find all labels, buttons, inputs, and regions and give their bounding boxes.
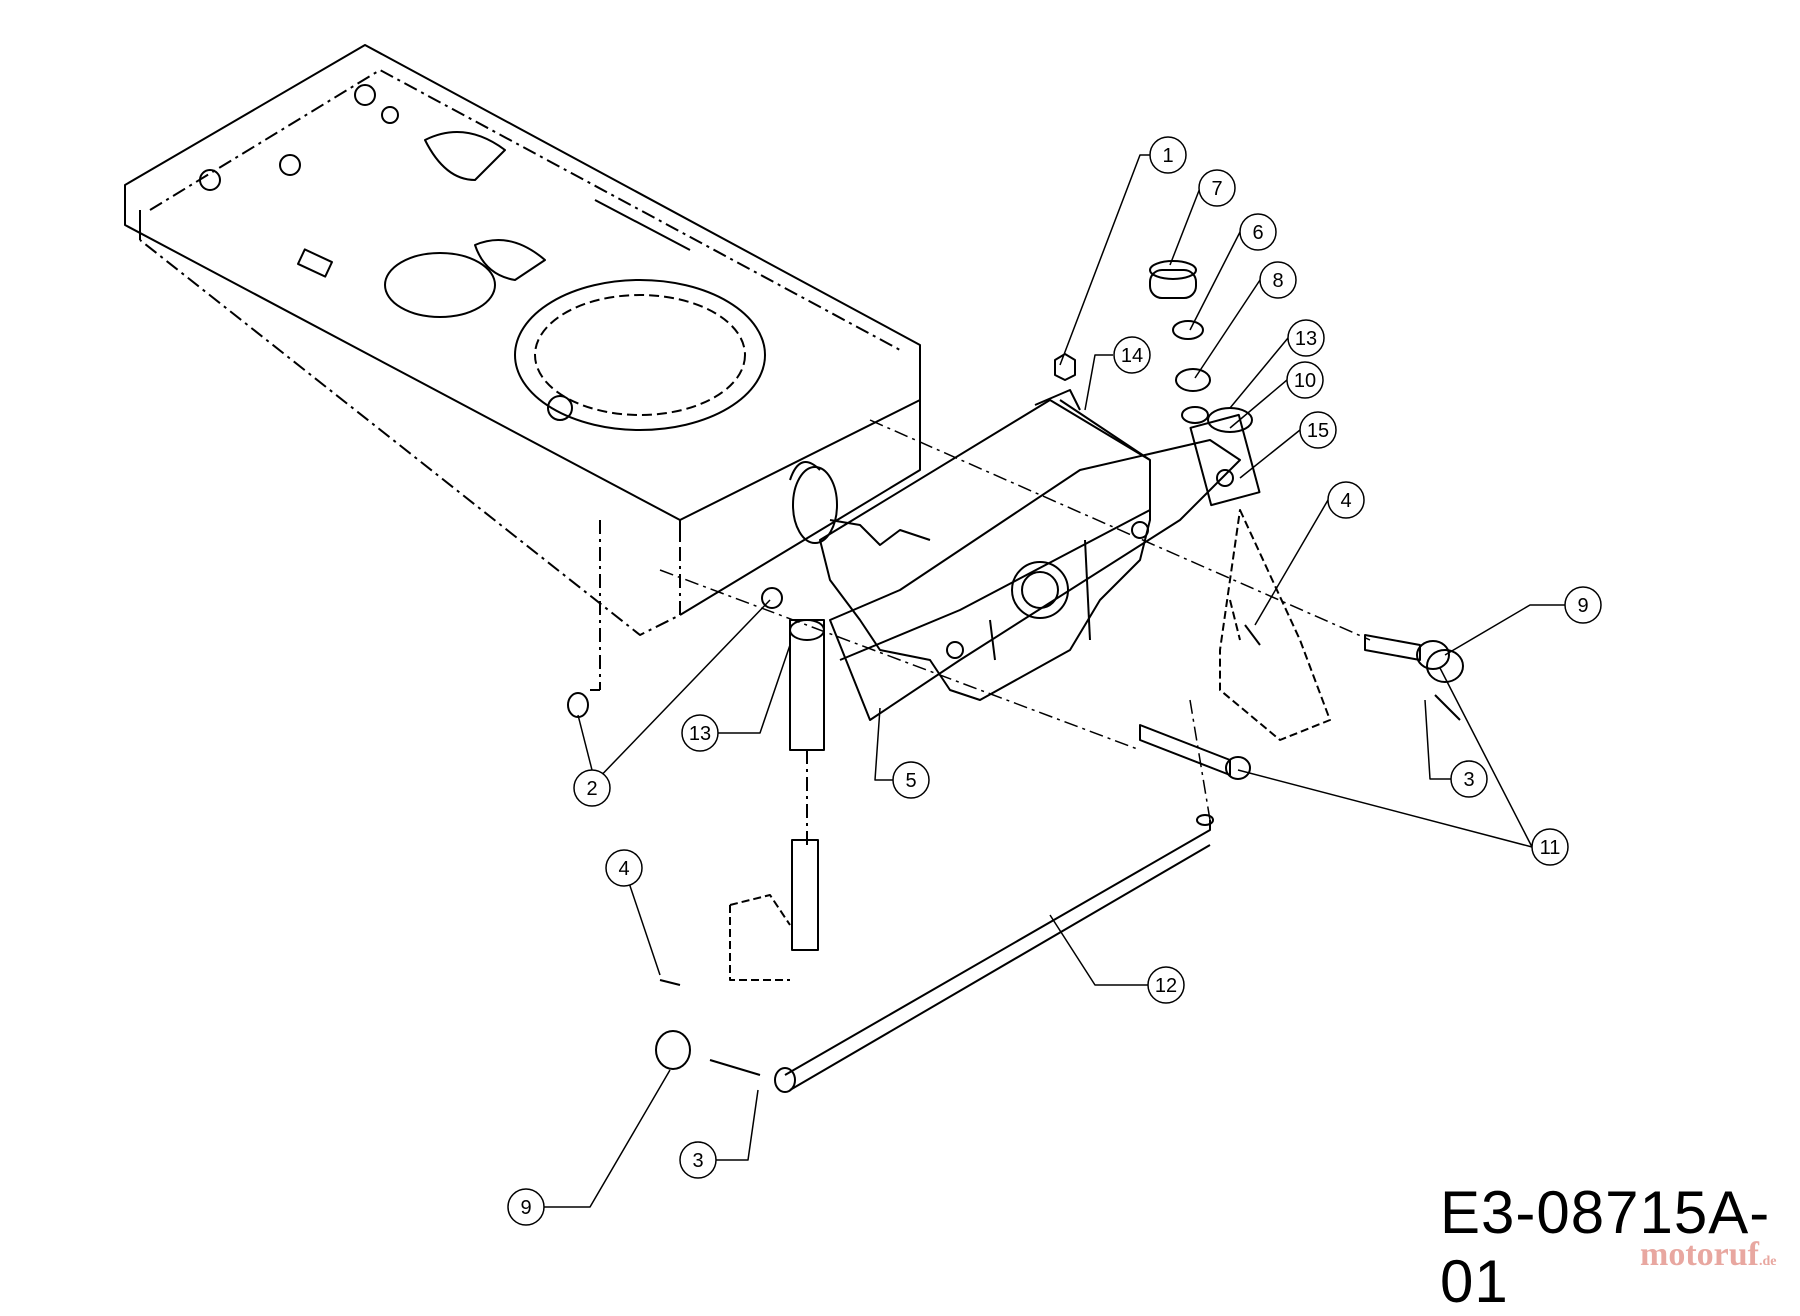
callout-11: 11 [1531,828,1569,866]
callout-3-left: 3 [679,1141,717,1179]
svg-text:15: 15 [1307,420,1329,442]
svg-text:9: 9 [1577,595,1588,617]
callout-8: 8 [1259,261,1297,299]
spindle-right [1189,407,1331,741]
watermark-logo: motoruf.de [1640,1236,1776,1274]
svg-text:14: 14 [1121,345,1143,367]
small-parts [567,260,1464,1076]
callout-7: 7 [1198,169,1236,207]
callout-9-right: 9 [1564,586,1602,624]
watermark-tld: .de [1758,1254,1777,1269]
svg-text:8: 8 [1272,270,1283,292]
callouts: 1 7 6 8 14 13 10 15 4 9 13 2 5 3 11 4 12… [507,136,1602,1226]
spindle-left [729,619,825,981]
svg-text:5: 5 [905,770,916,792]
svg-text:1: 1 [1162,145,1173,167]
svg-text:12: 12 [1155,975,1177,997]
svg-text:9: 9 [520,1197,531,1219]
svg-text:3: 3 [1463,769,1474,791]
callout-4-right: 4 [1327,481,1365,519]
svg-text:10: 10 [1294,370,1316,392]
leader-lines [544,154,1565,1208]
callout-2: 2 [573,769,611,807]
callout-9-left: 9 [507,1188,545,1226]
axle-beam [829,439,1241,721]
callout-4-left: 4 [605,849,643,887]
callout-14: 14 [1113,336,1151,374]
svg-text:7: 7 [1211,178,1222,200]
callout-1: 1 [1149,136,1187,174]
callout-15: 15 [1299,411,1337,449]
tie-rod [774,814,1214,1093]
svg-text:13: 13 [689,723,711,745]
chassis-frame [124,44,921,691]
svg-text:4: 4 [1340,490,1351,512]
svg-text:6: 6 [1252,222,1263,244]
callout-13-top: 13 [1287,319,1325,357]
svg-text:13: 13 [1295,328,1317,350]
svg-text:2: 2 [586,778,597,800]
centerlines [659,419,1371,821]
callout-10: 10 [1286,361,1324,399]
svg-text:11: 11 [1540,837,1561,859]
parts-diagram: 1 7 6 8 14 13 10 15 4 9 13 2 5 3 11 4 12… [124,44,1602,1226]
axle-bracket [819,389,1151,701]
callout-12: 12 [1147,966,1185,1004]
callout-13-left: 13 [681,714,719,752]
callout-6: 6 [1239,213,1277,251]
callout-5: 5 [892,761,930,799]
callout-3-right: 3 [1450,760,1488,798]
svg-text:4: 4 [618,858,629,880]
svg-text:3: 3 [692,1150,703,1172]
watermark-brand: motoruf [1640,1236,1759,1273]
